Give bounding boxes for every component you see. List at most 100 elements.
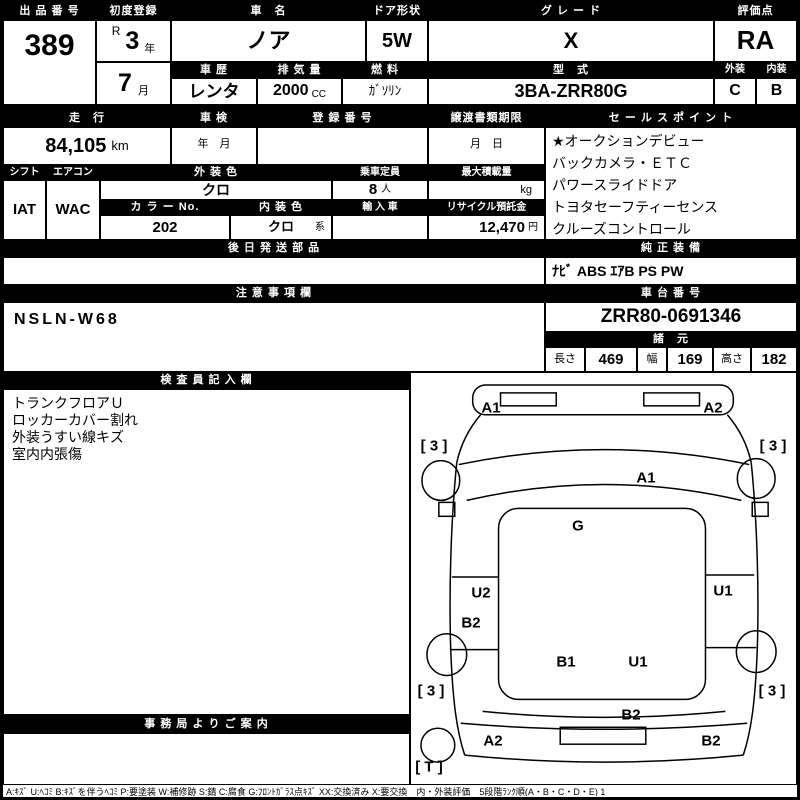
section-divider [3,105,797,110]
damage-marker: [ T ] [415,758,443,776]
hood-left-edge [456,414,482,463]
recycle-deposit-cell: 12,470 円 [428,215,545,240]
width-value: 169 [667,347,713,372]
era-label: R [111,24,121,38]
height-value: 182 [751,347,797,372]
length-label: 長さ [545,347,585,372]
transfer-deadline-value: 月 日 [428,127,545,165]
damage-marker: A1 [636,469,656,487]
damage-marker: U2 [471,584,491,602]
aircon-value: WAC [46,180,100,240]
grade-value: X [428,20,714,62]
front-grille-right [643,392,701,407]
list-line: 室内内張傷 [12,446,82,462]
spare-tire [420,727,456,763]
left-mirror [438,501,456,518]
height-label: 高さ [713,347,751,372]
rear-left-wheel [426,632,468,677]
history-value: レンタ [171,78,257,105]
model-code-value: 3BA-ZRR80G [428,78,714,105]
history-header: 車 歴 [171,62,257,78]
list-line: ロッカーカバー割れ [12,412,138,428]
interior-color-header: 内 装 色 [230,200,332,215]
car-name-value: ノア [171,20,366,62]
list-line: 外装うすい線キズ [12,429,124,445]
door-shape-value: 5W [366,20,428,62]
list-line: トヨタセーフティーセンス [552,199,719,215]
damage-marker: [ 3 ] [759,437,787,455]
office-info-value [3,733,410,785]
sales-points-header: セ ー ル ス ポ イ ン ト [545,110,797,127]
exterior-color-header: 外 装 色 [100,165,332,180]
hood-right-edge [726,414,752,463]
list-line: バックカメラ・ＥＴＣ [552,155,692,171]
recycle-deposit-value: 12,470 [479,218,525,236]
damage-marker: U1 [713,582,733,600]
damage-marker: [ 3 ] [758,682,786,700]
recycle-deposit-header: リサイクル預託金 [428,200,545,215]
rear-hatch-line [482,710,726,719]
capacity-value: 8 [368,181,378,199]
front-bumper [471,384,735,416]
interior-color-cell: クロ 系 [230,215,332,240]
front-right-wheel [736,457,776,500]
windshield-bottom [466,483,742,502]
door-shape-header: ドア形状 [366,3,428,20]
damage-legend: A:ｷｽﾞ U:ﾍｺﾐ B:ｷｽﾞを伴うﾍｺﾐ P:要塗装 W:補修跡 S:錆 … [6,787,606,796]
displacement-value: 2000 [272,82,309,100]
sales-points-list: ★オークションデビューバックカメラ・ＥＴＣ パワースライドドアトヨタセーフティーセ… [545,127,797,240]
import-header: 輸 入 車 [332,200,428,215]
exterior-score-value: C [714,78,756,105]
inspection-value: 年 月 [171,127,257,165]
exterior-score-header: 外装 [714,62,756,78]
list-line: トランクフロアＵ [12,395,124,411]
damage-marker: B2 [461,614,481,632]
dimensions-header: 諸 元 [545,332,797,347]
car-name-header: 車 名 [171,3,366,20]
right-mirror [751,501,769,518]
fuel-value: ｶﾞｿﾘﾝ [342,78,428,105]
chassis-no-header: 車 台 番 号 [545,285,797,302]
model-code-header: 型 式 [428,62,714,78]
color-no-header: カ ラ ー No. [100,200,230,215]
first-reg-header: 初度登録 [96,3,171,20]
grade-header: グ レ ー ド [428,3,714,20]
chassis-no-value: ZRR80-0691346 [545,302,797,332]
damage-marker: A2 [703,399,723,417]
inspection-header: 車 検 [171,110,257,127]
list-line: ★オークションデビュー [552,133,705,149]
capacity-header: 乗車定員 [332,165,428,180]
transfer-deadline-header: 譲渡書類期限 [428,110,545,127]
damage-marker: U1 [628,653,648,671]
caution-notes-value: NSLN-W68 [3,302,545,372]
caution-notes-header: 注 意 事 項 欄 [3,285,545,302]
mileage-value: 84,105 [45,134,107,157]
recycle-deposit-unit: 円 [528,221,538,233]
damage-marker: [ 3 ] [420,437,448,455]
first-reg-month-cell: 7 月 [96,62,171,105]
width-label: 幅 [637,347,667,372]
damage-marker: G [572,517,584,535]
equipment-value: ﾅﾋﾞ ABS ｴｱB PS PW [545,257,797,285]
shift-value: IAT [3,180,46,240]
shift-header: シフト [3,165,46,180]
aircon-header: エアコン [46,165,100,180]
reg-month-value: 7 [118,69,132,98]
later-shipping-header: 後 日 発 送 部 品 [3,240,545,257]
month-unit-label: 月 [137,85,149,98]
body-left-side [449,462,466,756]
first-reg-year-cell: R 3 年 [96,20,171,62]
later-shipping-value [3,257,545,285]
year-unit-label: 年 [144,43,156,56]
list-line: パワースライドドア [552,177,678,193]
max-load-value: kg [428,180,545,200]
damage-marker: B2 [701,732,721,750]
damage-marker: A1 [481,399,501,417]
office-info-header: 事 務 局 よ り ご 案 内 [3,715,410,733]
license-plate [559,726,647,745]
exterior-color-value: クロ [100,180,332,200]
